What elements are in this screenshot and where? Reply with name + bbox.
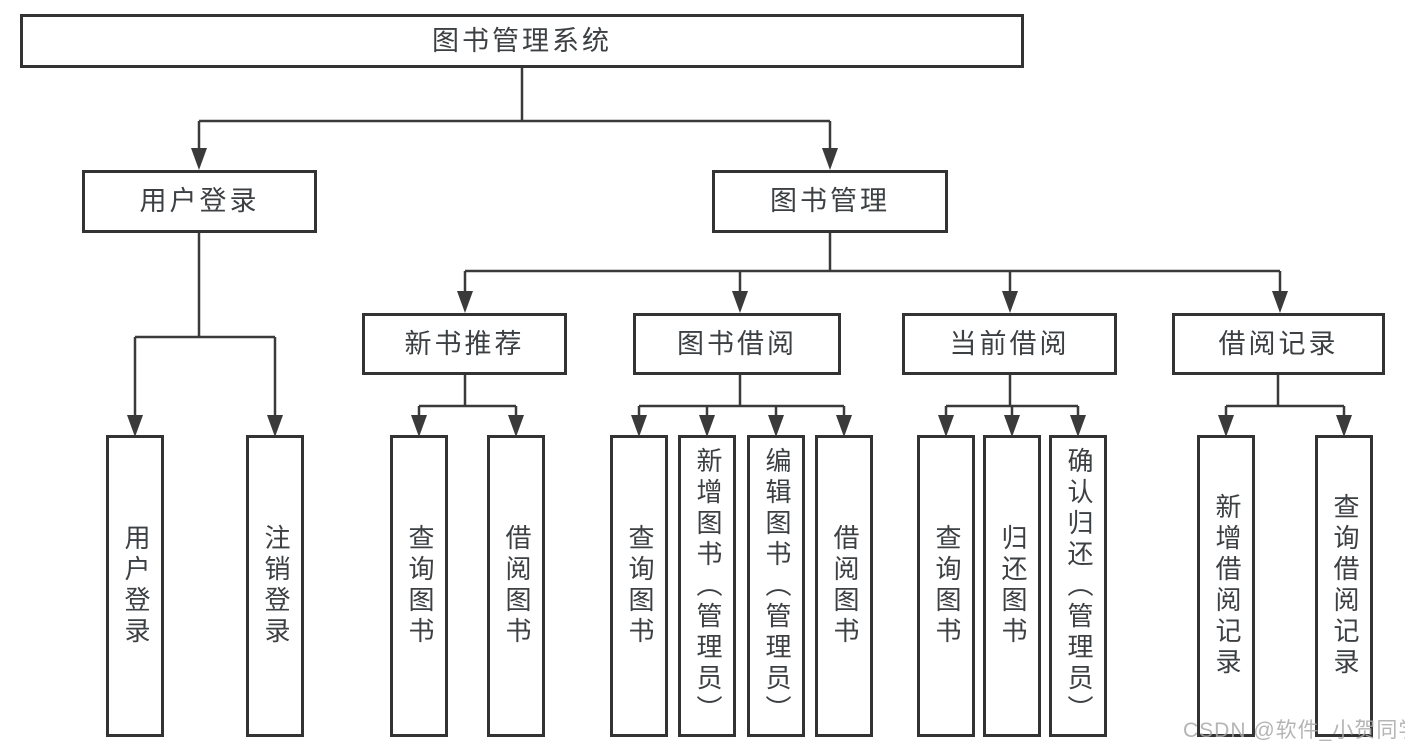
node-library-management-system: 图书管理系统 — [20, 14, 1024, 68]
leaf-confirm-return-admin: 确认归还（管理员） — [1049, 435, 1107, 737]
leaf-edit-book-admin: 编辑图书（管理员） — [747, 435, 805, 737]
node-book-borrowing: 图书借阅 — [633, 313, 841, 375]
node-new-book-recommend: 新书推荐 — [362, 313, 567, 375]
csdn-watermark: CSDN @软件_小贺同学 — [1183, 719, 1405, 742]
leaf-query-book-borrowing: 查询图书 — [610, 435, 668, 737]
leaf-add-book-admin: 新增图书（管理员） — [678, 435, 736, 737]
node-user-login: 用户登录 — [82, 170, 317, 233]
leaf-logout: 注销登录 — [246, 435, 304, 737]
leaf-user-login: 用户登录 — [106, 435, 164, 737]
leaf-borrow-book: 借阅图书 — [815, 435, 873, 737]
node-borrow-records: 借阅记录 — [1172, 313, 1385, 375]
node-current-borrowing: 当前借阅 — [902, 313, 1117, 375]
node-book-management: 图书管理 — [712, 170, 948, 233]
leaf-query-borrow-record: 查询借阅记录 — [1315, 435, 1373, 737]
leaf-borrow-book-recommend: 借阅图书 — [487, 435, 545, 737]
leaf-query-book-current: 查询图书 — [917, 435, 975, 737]
leaf-query-book-recommend: 查询图书 — [390, 435, 448, 737]
leaf-add-borrow-record: 新增借阅记录 — [1197, 435, 1255, 737]
leaf-return-book: 归还图书 — [983, 435, 1041, 737]
